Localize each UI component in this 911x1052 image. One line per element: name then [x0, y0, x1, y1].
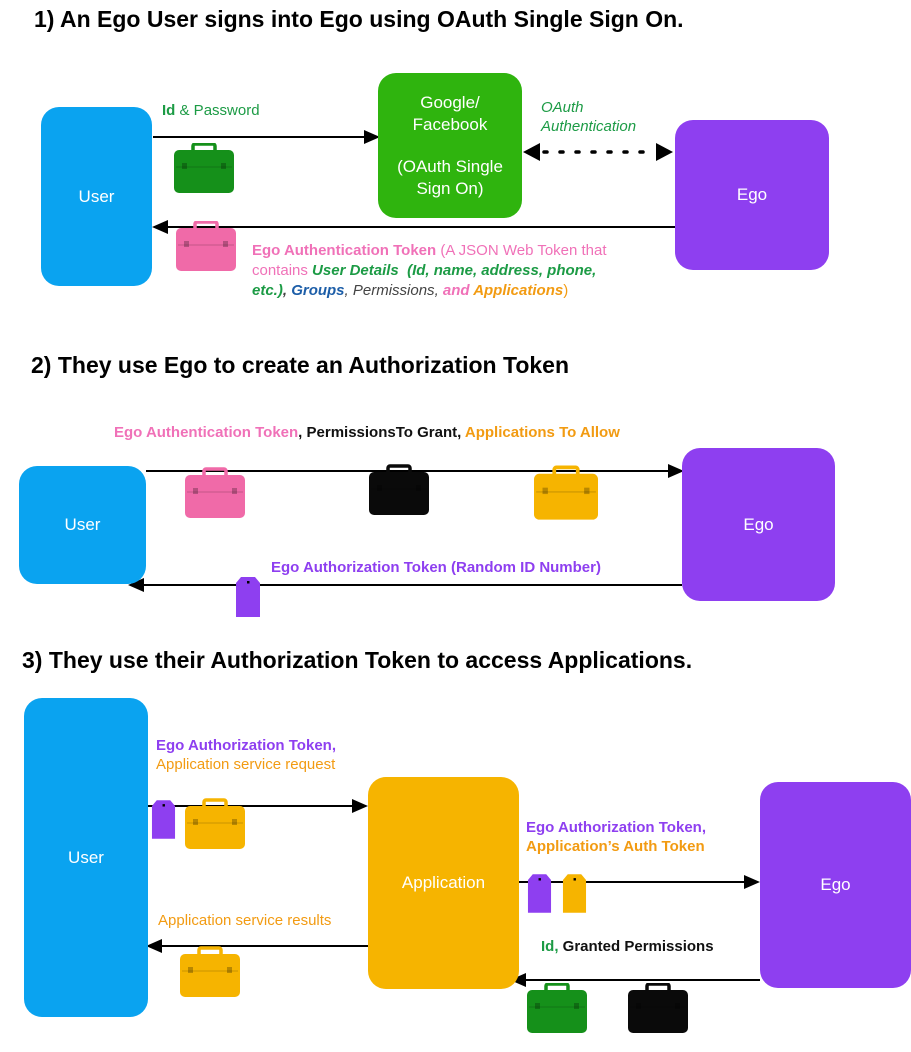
arrow-user-to-provider	[153, 130, 380, 144]
granted-permissions-text: Granted Permissions	[558, 938, 714, 955]
applications-to-allow-text: Applications To Allow	[464, 424, 620, 441]
token-desc: (A JSON Web Token that	[436, 242, 607, 259]
provider-line: Google/	[420, 92, 480, 112]
application-label: Application	[401, 873, 486, 892]
credentials-label: Id & Password	[162, 101, 260, 120]
arrow-oauth-dotted	[523, 143, 673, 161]
password-label: & Password	[175, 102, 260, 119]
user-label: User	[68, 847, 104, 867]
comma: ,	[298, 424, 307, 441]
details-list-text: (Id, name, address, phone,	[407, 262, 597, 279]
request-service-text: Application service request	[156, 756, 336, 773]
id-label: Id	[162, 102, 176, 119]
user-box: User	[19, 466, 146, 584]
ego-request-token-text: Ego Authorization Token,	[526, 819, 706, 836]
orange-briefcase-icon	[185, 798, 245, 850]
green-briefcase-icon	[527, 983, 587, 1033]
user-box: User	[41, 107, 152, 286]
contains-text: contains	[252, 262, 313, 279]
ego-box: Ego	[760, 782, 911, 988]
pink-briefcase-icon	[185, 467, 245, 519]
user-box: User	[24, 698, 148, 1017]
service-request-label: Ego Authorization Token, Application ser…	[156, 736, 336, 774]
pink-briefcase-icon	[176, 221, 236, 271]
user-label: User	[78, 186, 115, 206]
oauth-label-line: OAuth	[541, 99, 584, 116]
id-label: Id,	[541, 938, 559, 955]
app-auth-token-text: Application’s Auth Token	[526, 838, 705, 855]
section1-title: 1) An Ego User signs into Ego using OAut…	[34, 6, 684, 32]
black-briefcase-icon	[369, 464, 429, 516]
purple-tag-icon	[527, 874, 552, 913]
ego-box: Ego	[675, 120, 829, 270]
groups-text: Groups	[291, 282, 345, 299]
ego-box: Ego	[682, 448, 835, 601]
request-token-text: Ego Authorization Token,	[156, 737, 336, 754]
application-box: Application	[368, 777, 519, 989]
comma: ,	[344, 282, 353, 299]
arrow-application-to-ego	[519, 875, 760, 889]
green-briefcase-icon	[174, 143, 234, 193]
permissions-to-grant-text: PermissionsTo Grant,	[306, 424, 465, 441]
arrow-ego-to-user	[152, 220, 675, 234]
ego-validation-request-label: Ego Authorization Token, Application’s A…	[526, 818, 706, 856]
orange-tag-icon	[562, 874, 587, 913]
arrow-ego-to-user-2	[128, 578, 682, 592]
permissions-text: Permissions	[352, 282, 435, 299]
arrow-user-to-application	[148, 799, 368, 813]
and-text: and	[442, 282, 474, 299]
black-briefcase-icon	[628, 983, 688, 1033]
auth-token-text: Ego Authentication Token	[114, 424, 299, 441]
etc-text: etc.)	[252, 282, 283, 299]
provider-line: Facebook	[412, 114, 488, 134]
user-label: User	[64, 515, 101, 534]
arrow-application-to-user	[146, 939, 370, 953]
granted-permissions-label: Id, Granted Permissions	[541, 937, 714, 956]
provider-line: Sign On)	[416, 178, 484, 198]
service-results-label: Application service results	[158, 912, 332, 929]
orange-briefcase-icon	[180, 946, 240, 998]
comma: ,	[282, 282, 292, 299]
oauth-label-line: Authentication	[541, 118, 637, 135]
create-token-request-label: Ego Authentication Token, PermissionsTo …	[114, 423, 620, 442]
purple-tag-icon	[151, 800, 176, 839]
section2-title: 2) They use Ego to create an Authorizati…	[31, 352, 570, 378]
user-details-text: User Details	[312, 262, 399, 279]
purple-tag-icon	[236, 577, 260, 617]
comma: ,	[434, 282, 443, 299]
oauth-provider-box: Google/ Facebook (OAuth Single Sign On)	[378, 73, 522, 218]
provider-line: (OAuth Single	[397, 156, 503, 176]
ego-label: Ego	[743, 514, 774, 534]
oauth-label: OAuth Authentication	[541, 98, 636, 136]
arrow-ego-to-application	[510, 973, 760, 987]
ego-label: Ego	[820, 875, 851, 894]
authorization-token-label: Ego Authorization Token (Random ID Numbe…	[271, 559, 601, 576]
authentication-token-label: Ego Authentication Token (A JSON Web Tok…	[252, 241, 607, 301]
section3-title: 3) They use their Authorization Token to…	[22, 647, 693, 673]
ego-label: Ego	[736, 185, 768, 204]
token-name: Ego Authentication Token	[252, 242, 437, 259]
orange-briefcase-icon	[534, 465, 598, 521]
close-paren: )	[563, 282, 569, 299]
applications-text: Applications	[473, 282, 564, 299]
